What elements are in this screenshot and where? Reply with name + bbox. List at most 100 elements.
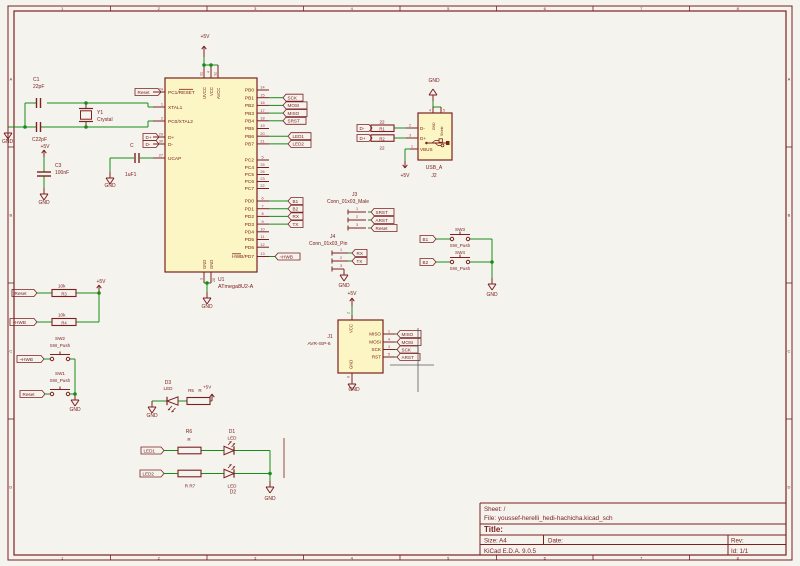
schematic-text[interactable]: GND (428, 78, 440, 84)
resistor-R4[interactable] (51, 317, 77, 327)
schematic-text[interactable]: 30 (159, 140, 163, 144)
power-symbol-5v[interactable] (402, 161, 408, 169)
schematic-text[interactable]: SW_Push (450, 266, 471, 271)
schematic-text[interactable]: PC1/RESET (168, 90, 195, 96)
schematic-text[interactable]: PD4 (245, 230, 255, 236)
schematic-text[interactable]: GND (209, 260, 214, 269)
schematic-text[interactable]: PD6 (245, 245, 255, 251)
global-label-srst[interactable]: SRST (370, 208, 395, 216)
switch-SW4[interactable] (449, 254, 471, 265)
schematic-text[interactable]: R4 (61, 320, 67, 325)
schematic-text[interactable]: VCC (349, 324, 354, 333)
schematic-text[interactable]: GND (104, 183, 116, 189)
schematic-text[interactable]: +5V (400, 173, 410, 179)
schematic-text[interactable]: GND (349, 360, 354, 369)
schematic-text[interactable]: 1uF1 (125, 172, 137, 178)
schematic-text[interactable]: PC4 (245, 165, 255, 171)
schematic-text[interactable]: AVR-ISP-6 (307, 341, 330, 347)
schematic-text[interactable]: 25 (260, 163, 264, 167)
schematic-text[interactable]: Conn_01x03_Male (327, 199, 369, 205)
schematic-text[interactable]: 2 (356, 215, 358, 219)
schematic-text[interactable]: PC7 (245, 186, 255, 192)
global-label-sck[interactable]: SCK (396, 345, 419, 354)
global-label-sck[interactable]: SCK (282, 93, 304, 102)
schematic-text[interactable]: PC6 (245, 179, 255, 185)
schematic-text[interactable]: 28 (212, 278, 216, 282)
schematic-text[interactable]: 18 (260, 117, 264, 121)
resistor-R3[interactable] (51, 288, 77, 298)
schematic-text[interactable]: 10k (58, 284, 66, 289)
schematic-text[interactable]: D3 (165, 380, 172, 386)
schematic-text[interactable]: 21 (260, 140, 264, 144)
resistor-R6[interactable] (177, 446, 202, 455)
gnd-symbol[interactable] (147, 401, 157, 414)
global-label-tx[interactable]: TX (287, 220, 304, 229)
schematic-text[interactable]: SW_Push (50, 343, 71, 348)
schematic-text[interactable]: 22pF (33, 84, 44, 90)
schematic-text[interactable]: GND (201, 304, 213, 310)
global-label-led1[interactable]: LED1 (140, 446, 165, 455)
schematic-text[interactable]: 27 (159, 154, 163, 158)
schematic-text[interactable]: 10k (58, 313, 66, 318)
schematic-text[interactable]: SW2 (55, 336, 65, 341)
schematic-text[interactable]: GND (432, 122, 436, 130)
schematic-text[interactable]: PB6 (245, 134, 254, 140)
switch-SW3[interactable] (449, 231, 471, 242)
schematic-text[interactable]: MOSI (369, 340, 381, 345)
schematic-text[interactable]: 1 (411, 145, 413, 149)
schematic-text[interactable]: PD5 (245, 237, 255, 243)
schematic-text[interactable]: 4 (207, 71, 211, 73)
schematic-text[interactable]: GND (146, 413, 158, 419)
global-label-hwb[interactable]: ~HWB (274, 252, 301, 261)
schematic-text[interactable]: GND (202, 260, 207, 269)
schematic-text[interactable]: D1 (229, 429, 236, 435)
schematic-text[interactable]: 22 (379, 146, 385, 151)
gnd-symbol[interactable] (428, 88, 438, 101)
global-label-rx[interactable]: RX (287, 212, 304, 221)
schematic-text[interactable]: PD1 (245, 206, 255, 212)
schematic-text[interactable]: Shield (440, 126, 444, 136)
power-symbol-5v[interactable] (96, 284, 102, 292)
schematic-text[interactable]: 19 (260, 124, 264, 128)
schematic-text[interactable]: 1 (388, 330, 390, 334)
global-label-miso[interactable]: MISO (396, 330, 422, 338)
global-label-d-[interactable]: D- (356, 124, 373, 132)
schematic-text[interactable]: GND (486, 292, 498, 298)
schematic-text[interactable]: SW_Push (450, 243, 471, 248)
schematic-text[interactable]: 24 (159, 88, 163, 92)
power-symbol-5v[interactable] (209, 393, 215, 401)
global-label-srst[interactable]: SRST (282, 116, 307, 125)
schematic-text[interactable]: XTAL1 (168, 105, 183, 111)
global-label-reset[interactable]: Reset (370, 224, 398, 232)
schematic-text[interactable]: 2 (347, 312, 351, 314)
schematic-text[interactable]: 1 (356, 207, 358, 211)
global-label-d-[interactable]: D- (142, 140, 160, 148)
schematic-text[interactable]: R6 (186, 429, 193, 435)
schematic-text[interactable]: 14 (260, 86, 264, 90)
schematic-text[interactable]: PB7 (245, 142, 254, 148)
resistor-R1[interactable] (370, 124, 395, 133)
schematic-text[interactable]: 4 (429, 109, 431, 113)
schematic-text[interactable]: D+ (168, 135, 174, 141)
schematic-text[interactable]: PB5 (245, 126, 254, 132)
switch-SW2[interactable] (49, 351, 71, 362)
schematic-text[interactable]: R3 (61, 291, 67, 296)
schematic-text[interactable]: C (130, 143, 134, 149)
schematic-text[interactable]: R2 (379, 136, 385, 141)
schematic-text[interactable]: GND (38, 200, 50, 206)
schematic-text[interactable]: PB3 (245, 111, 254, 117)
gnd-symbol[interactable] (3, 127, 13, 140)
gnd-symbol[interactable] (39, 188, 49, 201)
schematic-text[interactable]: GND (338, 283, 350, 289)
schematic-text[interactable]: J3 (352, 192, 358, 198)
schematic-text[interactable]: PC5 (245, 172, 255, 178)
schematic-text[interactable]: GND (69, 407, 81, 413)
schematic-text[interactable]: MISO (369, 332, 381, 337)
gnd-symbol[interactable] (202, 292, 212, 305)
gnd-symbol[interactable] (347, 378, 357, 391)
resistor-R5[interactable] (186, 396, 211, 406)
schematic-text[interactable]: GND (2, 139, 14, 145)
schematic-text[interactable]: SW1 (55, 371, 65, 376)
global-label-rx[interactable]: RX (351, 249, 368, 257)
